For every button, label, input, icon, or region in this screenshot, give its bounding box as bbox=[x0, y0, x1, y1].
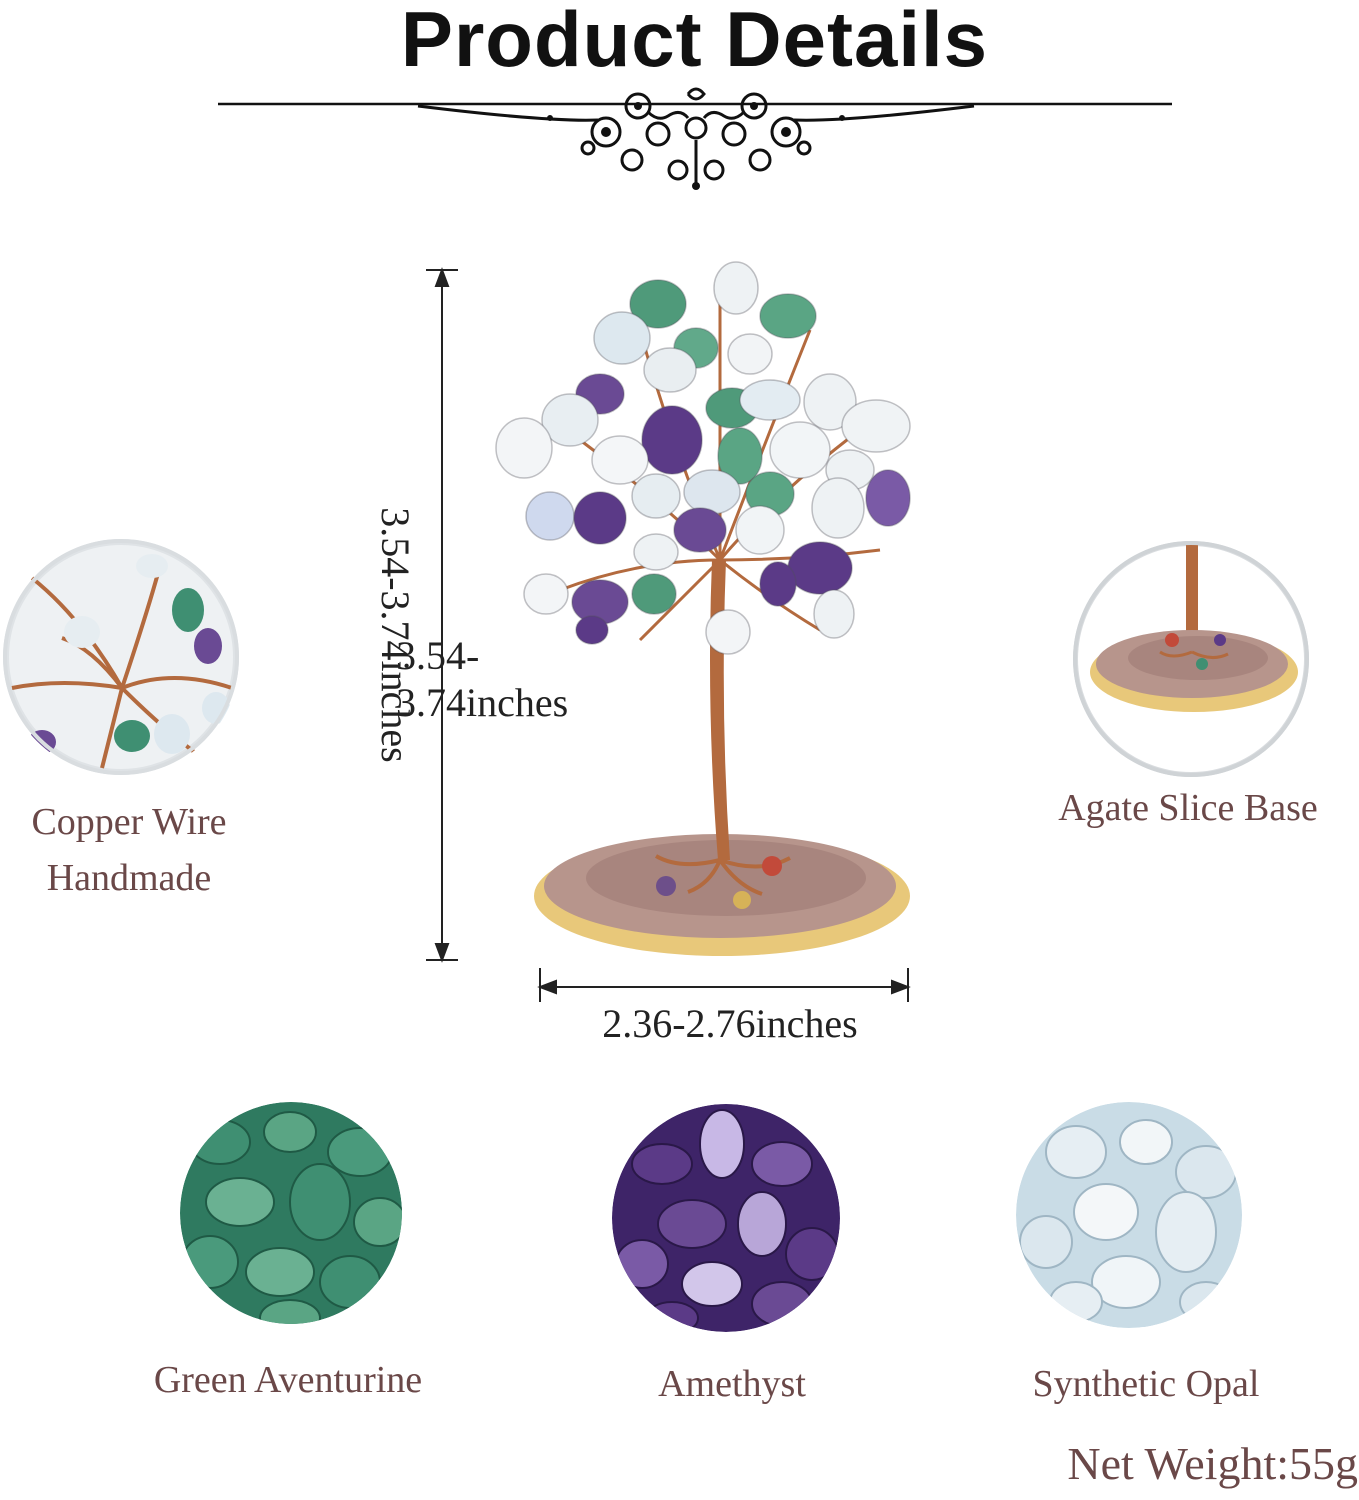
height-label-rotated: 3.54-3.74inches bbox=[373, 475, 419, 795]
agate-base-photo bbox=[1073, 541, 1309, 777]
synthetic-opal-photo bbox=[1016, 1102, 1242, 1328]
width-label: 2.36-2.76inches bbox=[602, 1001, 858, 1046]
width-dimension-arrow-icon bbox=[537, 968, 911, 1002]
copper-wire-photo bbox=[3, 539, 239, 775]
green-aventurine-caption: Green Aventurine bbox=[153, 1359, 423, 1401]
green-aventurine-photo bbox=[180, 1102, 402, 1324]
copper-wire-caption: Copper Wire Handmade bbox=[0, 794, 258, 906]
copper-wire-caption-line2: Handmade bbox=[46, 857, 212, 899]
height-label-text: 3.54-3.74inches bbox=[373, 507, 418, 763]
net-weight-label: Net Weight:55g bbox=[1067, 1438, 1358, 1489]
ornamental-divider-icon bbox=[218, 87, 1172, 190]
page-title: Product Details bbox=[400, 0, 989, 83]
amethyst-photo bbox=[612, 1104, 840, 1332]
agate-base-caption: Agate Slice Base bbox=[1058, 787, 1318, 829]
synthetic-opal-caption: Synthetic Opal bbox=[1032, 1363, 1260, 1405]
copper-wire-caption-line1: Copper Wire bbox=[31, 801, 227, 843]
crystal-tree-photo bbox=[426, 261, 911, 1002]
amethyst-caption: Amethyst bbox=[658, 1363, 806, 1405]
height-dimension-arrow-icon bbox=[426, 267, 458, 963]
